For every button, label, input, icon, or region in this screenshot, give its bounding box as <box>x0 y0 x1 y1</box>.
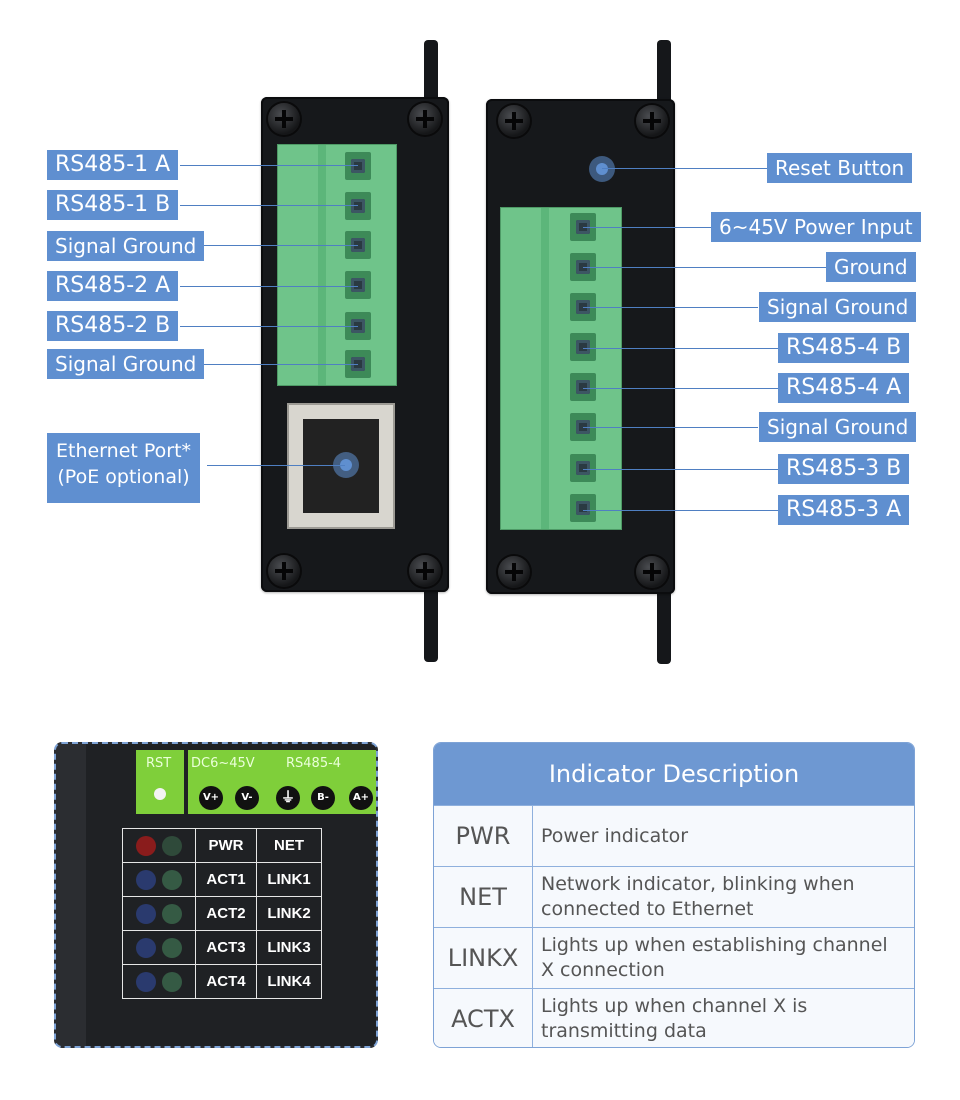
indicator-desc: Network indicator, blinking when connect… <box>541 873 855 920</box>
indicator-key: LINKX <box>434 928 533 988</box>
label-signal-ground: Signal Ground <box>759 292 917 322</box>
table-row: ACTX Lights up when channel X is transmi… <box>434 988 914 1047</box>
screw-icon <box>498 556 530 588</box>
table-row: PWR Power indicator <box>434 805 914 866</box>
screw-icon <box>409 555 441 587</box>
terminal-screw-rs485-3a <box>570 494 596 522</box>
label-rs485-2b: RS485-2 B <box>47 311 179 341</box>
right-terminal-block <box>500 207 622 530</box>
label-rs485-4a: RS485-4 A <box>778 373 910 403</box>
right-mount-bracket-top <box>657 40 671 110</box>
screw-icon <box>636 105 668 137</box>
left-mount-bracket-top <box>424 40 438 110</box>
label-ethernet-port: Ethernet Port* (PoE optional) <box>47 433 201 503</box>
led-indicator-grid: PWR NET ACT1 LINK1 ACT2 LINK2 ACT3 LINK3… <box>122 828 322 999</box>
label-signal-ground: Signal Ground <box>759 412 917 442</box>
rst-block: RST <box>136 750 184 814</box>
label-rs485-3b: RS485-3 B <box>778 454 910 484</box>
label-power-input: 6~45V Power Input <box>711 212 921 242</box>
terminal-label-block: DC6~45V RS485-4 V+ V- ⏚ B- A+ <box>188 750 376 814</box>
label-rs485-4b: RS485-4 B <box>778 333 910 363</box>
screw-icon <box>268 103 300 135</box>
reset-button[interactable] <box>589 156 615 182</box>
terminal-screw-rs485-3b <box>570 454 596 482</box>
indicator-desc: Power indicator <box>541 824 689 847</box>
pwr-led <box>136 835 156 856</box>
left-mount-bracket-bottom <box>424 588 438 662</box>
label-rs485-3a: RS485-3 A <box>778 495 910 525</box>
label-rs485-1b: RS485-1 B <box>47 190 179 220</box>
indicator-desc: Lights up when channel X is transmitting… <box>541 995 808 1042</box>
terminal-screw-rs485-1b <box>345 192 371 220</box>
right-mount-bracket-bottom <box>657 590 671 664</box>
label-ground: Ground <box>826 252 916 282</box>
table-title: Indicator Description <box>434 743 914 805</box>
terminal-screw-rs485-4b <box>570 333 596 361</box>
terminal-screw-rs485-4a <box>570 373 596 401</box>
label-rs485-1a: RS485-1 A <box>47 150 179 180</box>
label-signal-ground: Signal Ground <box>47 231 205 261</box>
label-reset-button: Reset Button <box>767 153 913 183</box>
screw-icon <box>636 556 668 588</box>
indicator-description-table: Indicator Description PWR Power indicato… <box>433 742 915 1048</box>
screw-icon <box>409 103 441 135</box>
rst-hole <box>154 788 166 800</box>
screw-icon <box>268 555 300 587</box>
table-row: NET Network indicator, blinking when con… <box>434 866 914 927</box>
label-rs485-2a: RS485-2 A <box>47 271 179 301</box>
terminal-screw-rs485-2a <box>345 271 371 299</box>
indicator-key: ACTX <box>434 989 533 1047</box>
terminal-screw-rs485-1a <box>345 152 371 180</box>
screw-icon <box>498 105 530 137</box>
label-signal-ground: Signal Ground <box>47 349 205 379</box>
table-row: LINKX Lights up when establishing channe… <box>434 927 914 988</box>
indicator-desc: Lights up when establishing channel X co… <box>541 934 888 981</box>
indicator-key: NET <box>434 867 533 927</box>
led-closeup-photo: RST DC6~45V RS485-4 V+ V- ⏚ B- A+ PWR NE… <box>54 742 378 1048</box>
left-terminal-block <box>277 144 397 386</box>
indicator-key: PWR <box>434 806 533 866</box>
